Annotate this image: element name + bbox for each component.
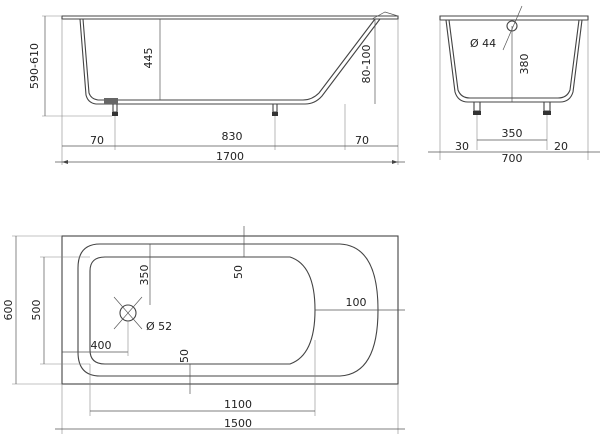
side-view-depth-label: 445: [142, 48, 155, 69]
plan-view-rim-top: 50: [232, 265, 245, 279]
plan-view-drain-offset-y: 350: [138, 265, 151, 286]
plan-view-drain-offset-x: 400: [91, 339, 112, 352]
end-view-drain-diameter: Ø 44: [470, 37, 496, 50]
side-view-lip: [371, 11, 399, 20]
plan-view-inner-width: 500: [30, 300, 43, 321]
side-view-foot-left: [112, 104, 118, 113]
side-view-left-offset: 70: [90, 134, 104, 147]
side-view-shell-outer: [79, 18, 381, 105]
end-view-right-offset: 20: [554, 140, 568, 153]
end-view-foot-left-pad: [473, 111, 481, 115]
end-view-shell-outer: [445, 19, 583, 103]
end-view-foot-left: [473, 102, 481, 112]
side-view-drain: [104, 98, 118, 104]
end-view-foot-right: [543, 102, 551, 112]
end-view-overall-width: 700: [502, 152, 523, 165]
side-view-foot-right: [272, 104, 278, 113]
side-view-rim: [61, 15, 399, 20]
end-view: Ø 44 380 350 30 700 20: [428, 5, 600, 165]
side-view-overall-length: 1700: [216, 150, 244, 163]
plan-view-drain-diameter: Ø 52: [146, 320, 172, 333]
end-view-drain-height: 380: [518, 54, 531, 75]
end-view-shell-inner: [448, 19, 580, 99]
plan-view-basin-outer: [77, 243, 379, 377]
end-view-foot-right-pad: [543, 111, 551, 115]
plan-view-rim-bottom: 50: [178, 349, 191, 363]
end-view-foot-spacing: 350: [502, 127, 523, 140]
side-view: 590-610 445 80-100 70 830 70 1700: [28, 11, 405, 165]
side-view-height-label: 590-610: [28, 43, 41, 89]
plan-view: Ø 52 600 500 350 50 100 400 50 1100: [2, 226, 405, 434]
plan-view-outer-length: 1500: [224, 417, 252, 430]
end-view-rim: [439, 15, 589, 21]
plan-view-rim-right: 100: [346, 296, 367, 309]
side-view-foot-left-pad: [112, 112, 118, 116]
end-view-left-offset: 30: [455, 140, 469, 153]
plan-view-basin-inner: [89, 256, 316, 365]
side-view-shell-inner: [82, 18, 376, 101]
side-view-right-offset: 70: [355, 134, 369, 147]
plan-view-outer-width: 600: [2, 300, 15, 321]
plan-view-inner-length: 1100: [224, 398, 252, 411]
side-view-foot-right-pad: [272, 112, 278, 116]
side-view-foot-spacing: 830: [222, 130, 243, 143]
side-view-slope-label: 80-100: [360, 45, 373, 84]
